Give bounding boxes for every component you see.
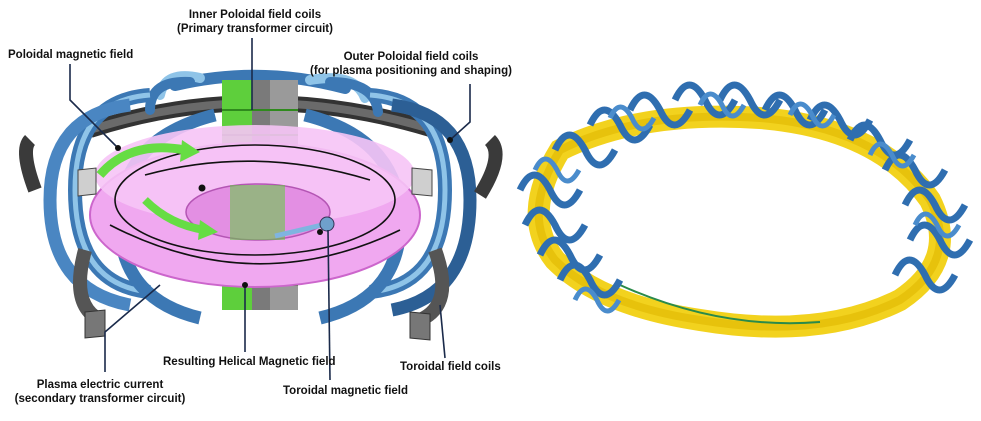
helical-field-label: Resulting Helical Magnetic field (163, 355, 336, 369)
inner-poloidal-label-line1: Inner Poloidal field coils (160, 8, 350, 22)
inner-poloidal-label: Inner Poloidal field coils (Primary tran… (160, 8, 350, 36)
plasma-current-label-line1: Plasma electric current (0, 378, 200, 392)
outer-poloidal-label: Outer Poloidal field coils (for plasma p… (300, 50, 522, 78)
toroidal-field-label: Toroidal magnetic field (283, 384, 408, 398)
plasma-current-label-line2: (secondary transformer circuit) (0, 392, 200, 406)
inner-poloidal-label-line2: (Primary transformer circuit) (160, 22, 350, 36)
outer-poloidal-label-line2: (for plasma positioning and shaping) (300, 64, 522, 78)
toroidal-coils-label: Toroidal field coils (400, 360, 501, 374)
outer-poloidal-label-line1: Outer Poloidal field coils (300, 50, 522, 64)
poloidal-field-label: Poloidal magnetic field (8, 48, 133, 62)
plasma-current-label: Plasma electric current (secondary trans… (0, 378, 200, 406)
